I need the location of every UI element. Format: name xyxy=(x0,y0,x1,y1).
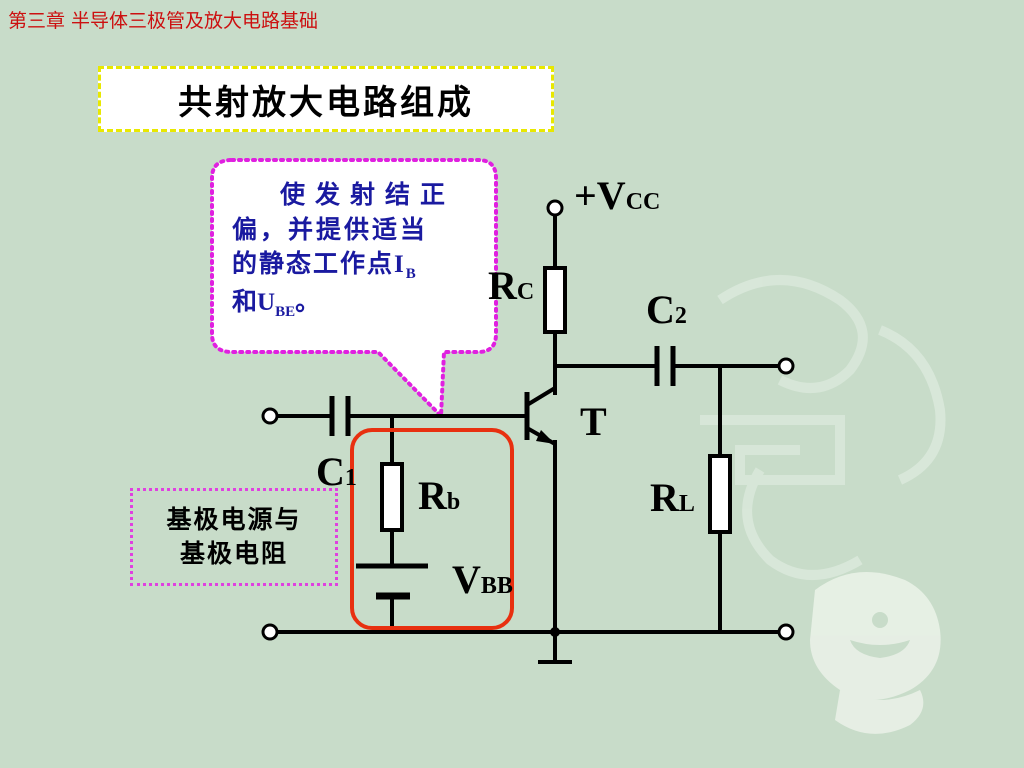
label-rl: RL xyxy=(650,475,695,520)
ground-left-terminal xyxy=(261,623,279,641)
resistor-rc xyxy=(543,266,567,334)
resistor-rb xyxy=(380,462,404,532)
input-terminal xyxy=(261,407,279,425)
label-rb: Rb xyxy=(418,473,461,518)
resistor-rl xyxy=(708,454,732,534)
label-c1: C1 xyxy=(316,449,357,494)
callout-bubble xyxy=(210,158,498,421)
dragon-motif-icon xyxy=(810,572,941,734)
output-terminal xyxy=(777,357,795,375)
label-vcc: +VCC xyxy=(574,173,661,218)
label-rc: RC xyxy=(488,263,535,308)
vcc-terminal xyxy=(546,199,564,217)
label-t: T xyxy=(580,399,607,444)
label-c2: C2 xyxy=(646,287,687,332)
emitter-arrow-icon xyxy=(536,430,555,444)
base-supply-note: 基极电源与 基极电阻 xyxy=(130,488,338,586)
chapter-title: 第三章 半导体三极管及放大电路基础 xyxy=(8,10,319,32)
slide-title: 共射放大电路组成 xyxy=(98,66,554,132)
base-circuit-highlight xyxy=(350,428,514,630)
ground-right-terminal xyxy=(777,623,795,641)
label-vbb: VBB xyxy=(452,557,513,602)
callout-text: 使发射结正 偏，并提供适当 的静态工作点IB 和UBE。 xyxy=(232,180,456,320)
